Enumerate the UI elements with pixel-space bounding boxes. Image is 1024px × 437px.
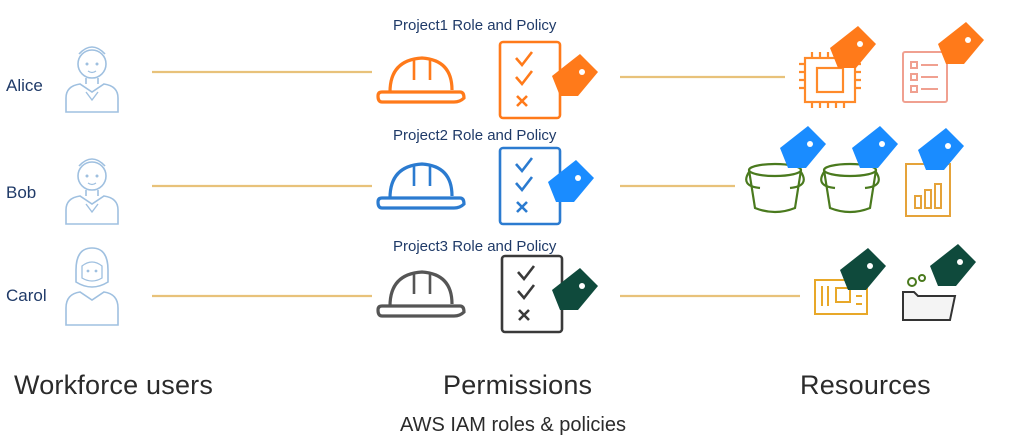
policy-checklist-icon-project1 [498, 40, 562, 120]
user-name-carol: Carol [6, 286, 47, 305]
tag-icon [930, 244, 976, 286]
role-label-project1: Project1 Role and Policy [393, 17, 557, 34]
tag-icon [830, 26, 876, 68]
user-name-bob: Bob [6, 183, 37, 202]
tag-icon [938, 22, 984, 64]
role-label-project3: Project3 Role and Policy [393, 238, 557, 255]
footer-workforce-users: Workforce users [14, 370, 214, 400]
user-icon [65, 46, 119, 113]
policy-checklist-icon-project3 [500, 254, 564, 334]
user-name-alice: Alice [6, 76, 43, 95]
hardhat-icon-project1 [376, 56, 466, 104]
hardhat-icon-project2 [376, 162, 466, 210]
role-label-project2: Project2 Role and Policy [393, 127, 557, 144]
footer-permissions-subtitle: AWS IAM roles & policies [400, 414, 626, 436]
footer-resources: Resources [800, 370, 931, 400]
tag-icon [780, 126, 826, 168]
bucket-icon [745, 162, 805, 214]
document-list-icon [902, 51, 948, 103]
chart-report-icon [905, 163, 951, 217]
bucket-icon [820, 162, 880, 214]
tag-icon [840, 248, 886, 290]
hardhat-icon-project3 [376, 270, 466, 318]
connector-lines [152, 70, 800, 298]
tag-icon [852, 126, 898, 168]
tag-icon [918, 128, 964, 170]
user-icon [65, 247, 119, 326]
folder-gear-icon [902, 274, 957, 321]
footer-permissions: Permissions [443, 370, 593, 400]
user-icon [65, 158, 119, 225]
